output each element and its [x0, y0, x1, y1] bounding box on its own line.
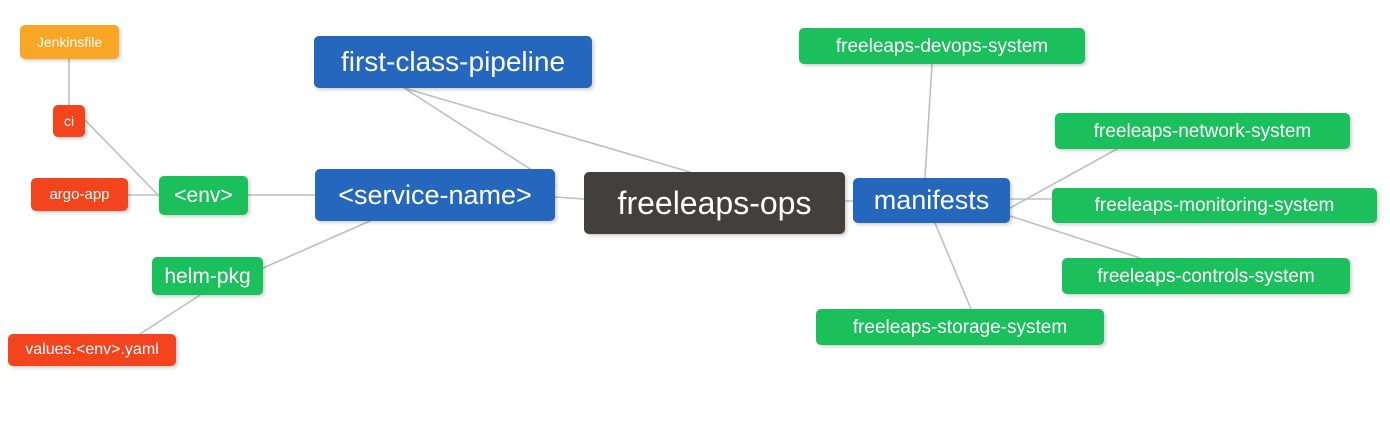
- node-label-manifests: manifests: [873, 185, 990, 215]
- node-service-name[interactable]: <service-name>: [315, 169, 555, 221]
- node-network[interactable]: freeleaps-network-system: [1055, 113, 1350, 149]
- edge-manifests-to-storage: [934, 222, 972, 310]
- node-freeleaps-ops[interactable]: freeleaps-ops: [584, 172, 845, 234]
- node-label-devops: freeleaps-devops-system: [835, 35, 1049, 57]
- edge-service-name-to-helm-pkg: [262, 220, 371, 269]
- node-controls[interactable]: freeleaps-controls-system: [1062, 258, 1350, 294]
- node-monitoring[interactable]: freeleaps-monitoring-system: [1052, 188, 1377, 223]
- node-label-values-yaml: values.<env>.yaml: [25, 341, 159, 358]
- node-label-jenkinsfile: Jenkinsfile: [36, 34, 103, 50]
- node-first-class[interactable]: first-class-pipeline: [314, 36, 592, 88]
- node-label-service-name: <service-name>: [338, 179, 532, 210]
- node-devops[interactable]: freeleaps-devops-system: [799, 28, 1085, 64]
- node-argo-app[interactable]: argo-app: [31, 178, 128, 211]
- edge-manifests-to-devops: [924, 63, 933, 179]
- node-label-storage: freeleaps-storage-system: [852, 316, 1068, 338]
- node-env[interactable]: <env>: [159, 176, 248, 215]
- node-label-env: <env>: [174, 184, 233, 207]
- node-label-monitoring: freeleaps-monitoring-system: [1094, 195, 1335, 216]
- node-label-controls: freeleaps-controls-system: [1097, 265, 1315, 287]
- node-values-yaml[interactable]: values.<env>.yaml: [8, 334, 176, 366]
- node-label-argo-app: argo-app: [49, 186, 110, 203]
- node-label-freeleaps-ops: freeleaps-ops: [617, 185, 812, 221]
- node-manifests[interactable]: manifests: [853, 178, 1010, 223]
- node-storage[interactable]: freeleaps-storage-system: [816, 309, 1104, 345]
- edge-first-class-to-freeleaps-ops: [403, 87, 691, 173]
- node-helm-pkg[interactable]: helm-pkg: [152, 257, 263, 295]
- node-jenkinsfile[interactable]: Jenkinsfile: [20, 25, 119, 59]
- node-label-ci: ci: [63, 113, 75, 129]
- node-label-helm-pkg: helm-pkg: [164, 264, 251, 288]
- node-label-first-class: first-class-pipeline: [340, 46, 566, 77]
- node-label-network: freeleaps-network-system: [1093, 120, 1312, 142]
- edge-service-name-to-freeleaps-ops: [554, 196, 585, 200]
- node-ci[interactable]: ci: [53, 105, 85, 137]
- edge-helm-pkg-to-values-yaml: [139, 294, 201, 335]
